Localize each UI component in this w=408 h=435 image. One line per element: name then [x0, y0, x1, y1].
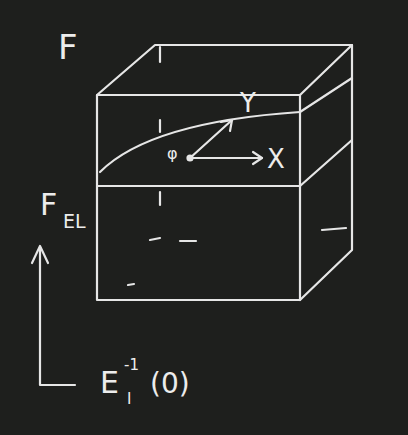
axis-label: Y — [240, 90, 256, 116]
space-letter: F — [58, 30, 78, 64]
map-letter: E — [100, 368, 119, 398]
map-subscript: I — [127, 392, 131, 407]
tangent-vectors — [188, 120, 263, 164]
map-argument: (0) — [150, 370, 190, 398]
map-superscript: -1 — [124, 358, 139, 373]
plane-slab — [97, 78, 352, 285]
subspace-subscript: EL — [63, 212, 86, 231]
cube-outline — [97, 45, 352, 300]
point-label: φ — [167, 146, 178, 162]
preimage-arrow — [32, 246, 75, 385]
cube-space: FFEL — [97, 45, 353, 301]
subspace-letter: F — [40, 190, 57, 220]
plane-subspace: FEL — [97, 112, 353, 232]
axis-label: X — [267, 146, 285, 172]
